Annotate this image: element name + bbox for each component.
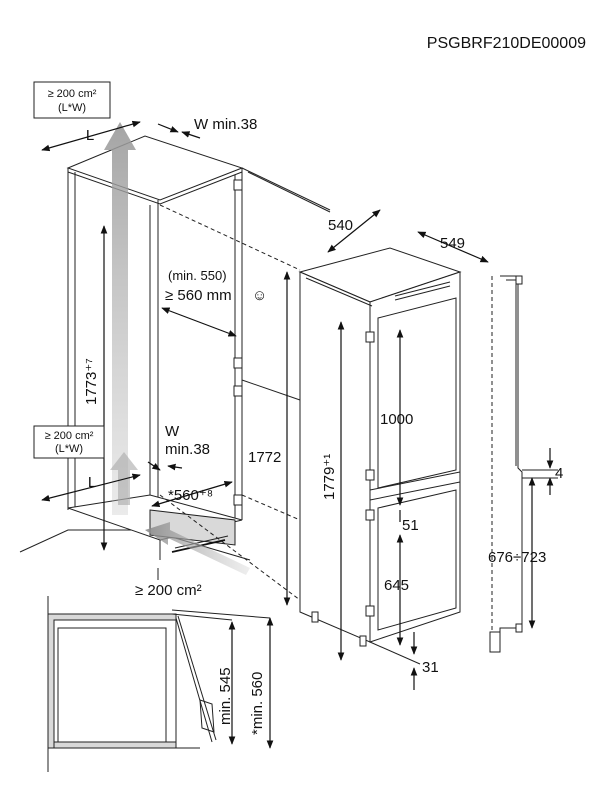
detail-view xyxy=(47,596,271,772)
label-l-top: L xyxy=(86,127,94,144)
dim-w-top-b xyxy=(181,131,201,139)
rail-range: 676÷723 xyxy=(488,549,546,566)
w-mid-min: min.38 xyxy=(165,441,210,458)
detail-min-560: *min. 560 xyxy=(249,672,266,735)
w-mid-w: W xyxy=(165,423,180,440)
svg-text:≥ 200 cm²: ≥ 200 cm² xyxy=(45,430,94,442)
w-min-top: W min.38 xyxy=(194,116,257,133)
vent-bottom: ≥ 200 cm² xyxy=(135,582,202,599)
lower-door: 645 xyxy=(384,577,409,594)
dim-niche-width xyxy=(151,480,233,508)
vent-top-label: ≥ 200 cm² (L*W) xyxy=(33,81,111,119)
dim-w-mid-b xyxy=(167,463,183,471)
vent-mid-label: ≥ 200 cm² (L*W) xyxy=(33,425,105,459)
door-rail-profile xyxy=(489,275,523,653)
label-l-bottom: L xyxy=(88,474,96,491)
cabinet-niche xyxy=(19,135,331,601)
width-540: 540 xyxy=(328,217,353,234)
svg-text:≥ 200 cm²: ≥ 200 cm² xyxy=(48,88,97,100)
gap-51: 51 xyxy=(402,517,419,534)
bottom-31: 31 xyxy=(422,659,439,676)
detail-min-545: min. 545 xyxy=(217,667,234,725)
dim-w-top-a xyxy=(157,123,179,133)
svg-text:(L*W): (L*W) xyxy=(58,102,86,114)
niche-height: 1773⁺⁷ xyxy=(83,358,100,405)
depth-min: (min. 550) xyxy=(168,268,227,283)
appliance-hinge-icon xyxy=(365,331,375,617)
appliance-height: 1772 xyxy=(248,449,281,466)
dim-width-540 xyxy=(327,209,381,253)
appliance xyxy=(298,247,462,647)
smiley-icon: ☺ xyxy=(252,287,267,304)
svg-text:(L*W): (L*W) xyxy=(55,443,83,455)
gap-4: 4 xyxy=(555,465,563,482)
hinge-icon xyxy=(233,179,243,506)
model-code: PSGBRF210DE00009 xyxy=(427,35,586,52)
niche-width: *560⁺⁸ xyxy=(168,487,213,504)
depth-549: 549 xyxy=(440,235,465,252)
dim-l-top xyxy=(41,120,141,152)
dim-depth-549 xyxy=(417,231,489,263)
dim-w-mid-a xyxy=(147,461,161,471)
depth-rec: ≥ 560 mm xyxy=(165,287,232,304)
door-height: 1779⁺¹ xyxy=(321,454,338,500)
airflow-arrows xyxy=(104,122,250,575)
dim-l-bottom xyxy=(41,473,141,502)
upper-door: 1000 xyxy=(380,411,413,428)
dim-depth xyxy=(161,307,237,337)
